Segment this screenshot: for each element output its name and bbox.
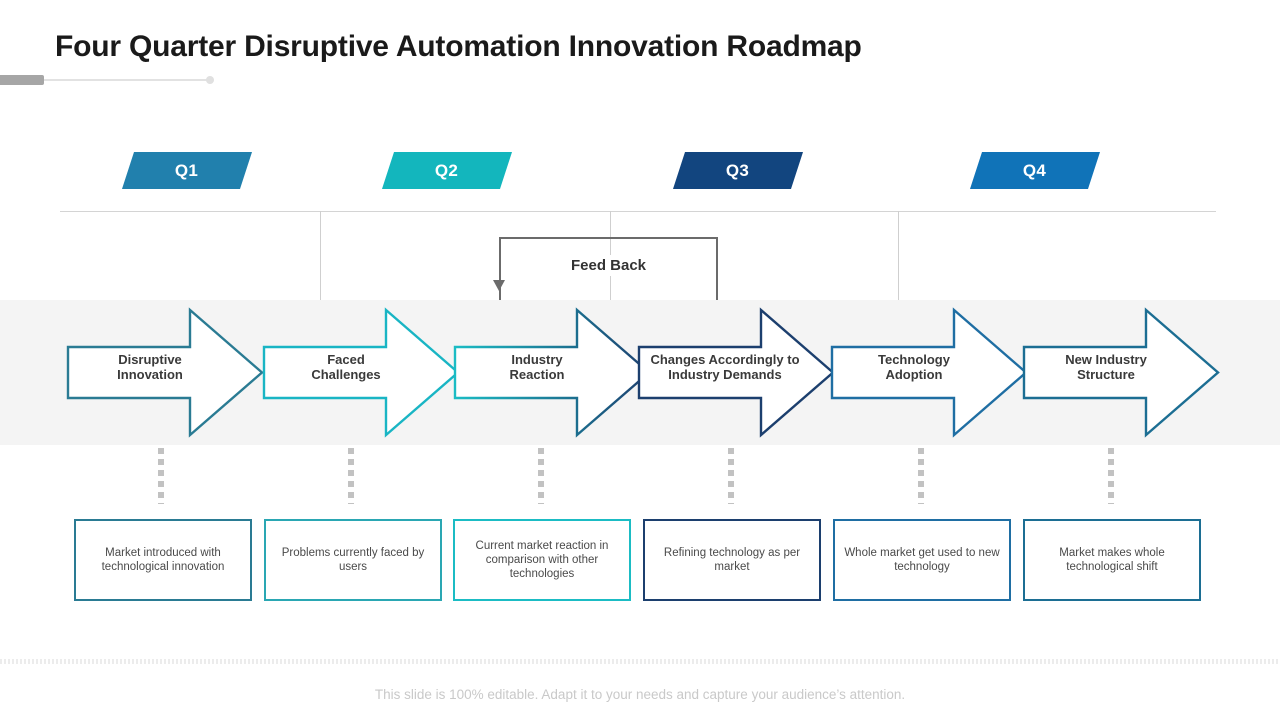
quarter-tag-q2[interactable]: Q2: [381, 152, 513, 189]
description-box-5[interactable]: Whole market get used to new technology: [833, 519, 1011, 601]
arrow-shape: [830, 307, 1028, 438]
dashed-connector-1: [158, 448, 164, 504]
timeline-separator-line: [60, 211, 1216, 212]
feedback-label: Feed Back: [536, 255, 681, 276]
dashed-connector-4: [728, 448, 734, 504]
description-box-text: Market makes whole technological shift: [1059, 547, 1165, 573]
quarter-tag-label: Q2: [435, 160, 459, 180]
footer-note: This slide is 100% editable. Adapt it to…: [374, 687, 906, 702]
arrow-shape: [1022, 307, 1220, 438]
dashed-connector-3: [538, 448, 544, 504]
title-rule-line: [44, 79, 208, 81]
feedback-bracket: [499, 237, 718, 300]
quarter-divider-1: [320, 211, 321, 300]
footer-separator: [0, 659, 1280, 664]
feedback-arrow-icon: [493, 280, 505, 291]
description-box-text: Current market reaction in comparison wi…: [475, 540, 609, 580]
description-box-text: Whole market get used to new technology: [844, 547, 1000, 573]
quarter-tag-q4[interactable]: Q4: [969, 152, 1101, 189]
description-box-1[interactable]: Market introduced with technological inn…: [74, 519, 252, 601]
arrow-shape: [66, 307, 264, 438]
arrow-shape: [637, 307, 835, 438]
arrow-shape: [262, 307, 460, 438]
description-box-text: Problems currently faced by users: [281, 547, 425, 573]
description-box-text: Refining technology as per market: [663, 547, 801, 573]
dashed-connector-6: [1108, 448, 1114, 504]
dashed-connector-2: [348, 448, 354, 504]
description-box-4[interactable]: Refining technology as per market: [643, 519, 821, 601]
description-box-3[interactable]: Current market reaction in comparison wi…: [453, 519, 631, 601]
dashed-connector-5: [918, 448, 924, 504]
quarter-tag-label: Q4: [1023, 160, 1047, 180]
quarter-tag-q3[interactable]: Q3: [672, 152, 804, 189]
quarter-tag-label: Q1: [175, 160, 199, 180]
quarter-tag-label: Q3: [726, 160, 750, 180]
quarter-divider-3: [898, 211, 899, 300]
description-box-2[interactable]: Problems currently faced by users: [264, 519, 442, 601]
arrow-shape: [453, 307, 651, 438]
quarter-tag-q1[interactable]: Q1: [121, 152, 253, 189]
description-box-6[interactable]: Market makes whole technological shift: [1023, 519, 1201, 601]
description-box-text: Market introduced with technological inn…: [101, 547, 225, 573]
title-rule-bar: [0, 75, 44, 85]
title-rule-dot: [206, 76, 214, 84]
title-underline-decoration: [0, 74, 215, 86]
page-title: Four Quarter Disruptive Automation Innov…: [55, 30, 862, 63]
